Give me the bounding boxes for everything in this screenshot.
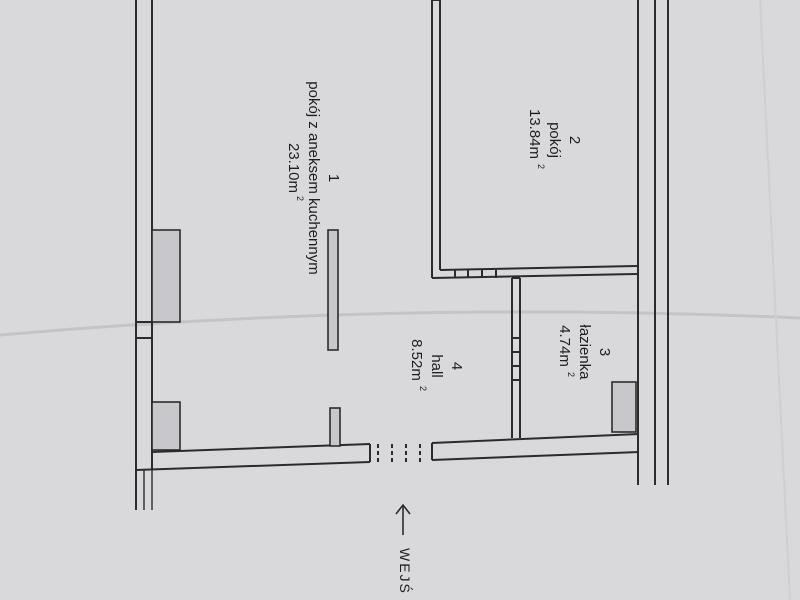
exterior-wall-right [637,0,669,485]
bathroom-door [512,337,520,381]
room-3-area-unit: 2 [566,372,576,377]
room-2-label: 2 pokój 13.84m 2 [526,109,583,169]
kitchen-partition [329,407,341,447]
room-4-label: 4 hall 8.52m 2 [408,339,465,391]
exterior-wall-bottom [135,433,639,471]
entrance-door [377,444,421,462]
room-3-number: 3 [596,348,613,356]
window-recess-upper [151,229,181,323]
room-1-label: 1 pokój z aneksem kuchennym 23.10m 2 [285,81,342,274]
room-2-walls [431,0,639,279]
room-1-number: 1 [325,174,342,182]
paper-edge [759,0,791,600]
room-1-name: pokój z aneksem kuchennym [305,81,322,274]
room-4-number: 4 [448,362,465,370]
entrance-label: WEJŚ [397,548,414,595]
room-4-area-unit: 2 [418,386,428,391]
kitchen-counter [327,229,339,351]
window-recess-lower [151,401,181,451]
entrance-text: WEJŚ [397,548,414,595]
bathroom-walls [511,277,521,438]
room-3-name: łazienka [576,324,593,380]
room-2-area-unit: 2 [536,164,546,169]
room-3-area: 4.74m [556,325,573,367]
room-1-area: 23.10m [285,143,302,193]
room-1-area-unit: 2 [295,196,305,201]
exterior-wall-left [135,0,153,510]
room-3-label: 3 łazienka 4.74m 2 [556,324,613,380]
paper-fold [0,310,800,337]
room-2-door [454,270,497,278]
entrance-arrow [395,503,411,535]
room-2-name: pokój [546,122,563,158]
room-2-area: 13.84m [526,109,543,159]
room-4-name: hall [428,354,445,377]
ventilation-shaft [611,381,637,433]
room-2-number: 2 [566,136,583,144]
room-4-area: 8.52m [408,339,425,381]
